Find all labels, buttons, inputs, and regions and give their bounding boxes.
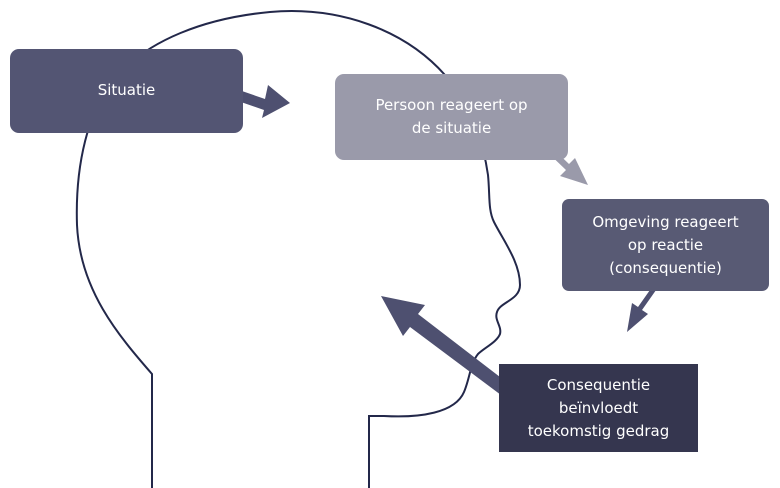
persoon-label-line-2: de situatie: [411, 119, 492, 137]
omgeving-label-line-1: Omgeving reageert: [592, 212, 739, 231]
persoon-label-line-1: Persoon reageert op: [375, 96, 528, 114]
consequentie-label-line-1: Consequentie: [546, 375, 651, 394]
arrow-down-left-icon: [627, 280, 661, 332]
consequentie-label-line-2: beïnvloedt: [558, 398, 639, 417]
persoon-reageert-box: Persoon reageert op de situatie: [335, 74, 568, 160]
arrow-up-left-icon: [381, 296, 513, 398]
situatie-label: Situatie: [97, 81, 156, 99]
omgeving-reageert-box: Omgeving reageert op reactie (consequent…: [562, 199, 769, 291]
arrow-right-icon: [238, 85, 290, 118]
consequentie-box: Consequentie beïnvloedt toekomstig gedra…: [499, 364, 698, 452]
consequentie-label-line-3: toekomstig gedrag: [527, 421, 670, 440]
situatie-box: Situatie: [10, 49, 243, 133]
omgeving-label-line-2: op reactie: [627, 235, 704, 254]
omgeving-label-line-3: (consequentie): [609, 258, 722, 277]
